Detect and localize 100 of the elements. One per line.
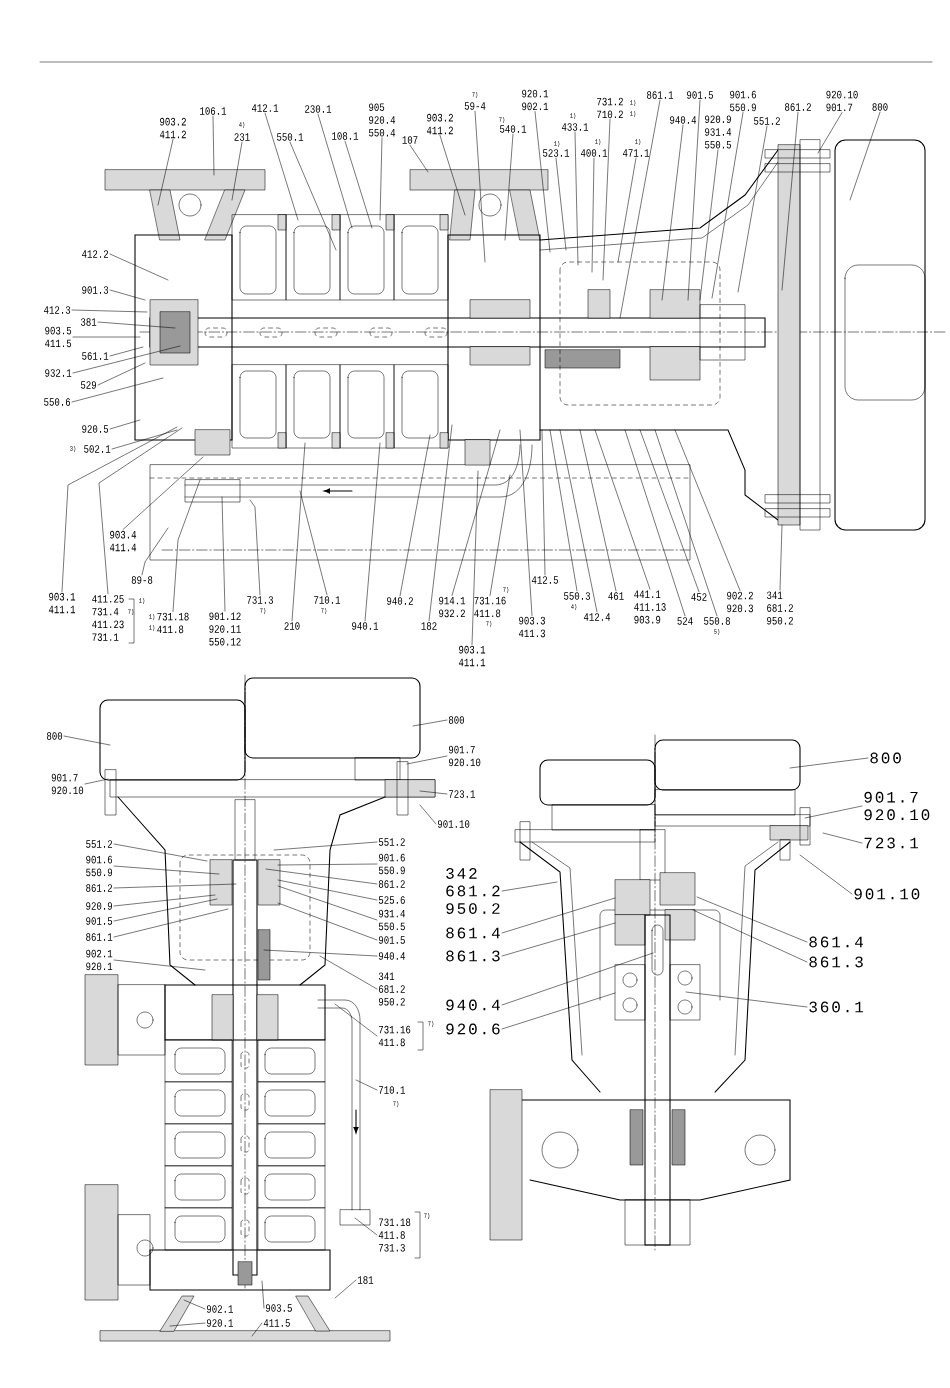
callout-number: 550.1 (277, 133, 304, 141)
leader-line (409, 144, 429, 173)
leader-line (579, 429, 617, 592)
callout-number: 903.2 411.2 (159, 117, 186, 139)
callout-number: 360.1 (809, 1001, 863, 1013)
callout-number: 905 920.4 550.4 (369, 103, 396, 137)
leader-line (109, 289, 146, 301)
leader-line (109, 346, 144, 357)
leader-line (451, 429, 501, 596)
callout-number: 231 (234, 133, 250, 141)
callout-number: 940.4 (378, 952, 405, 960)
callout-number: 561.1 (82, 352, 109, 360)
callout-number: 903.5 411.5 (45, 326, 72, 348)
leader-line (113, 898, 218, 922)
leader-line (289, 141, 337, 251)
callout-number: 710.1 (379, 1086, 405, 1094)
leader-line (555, 157, 567, 251)
leader-line (412, 719, 448, 727)
callout-number: 381 (80, 318, 97, 326)
leader-line (277, 902, 378, 941)
callout-number: 861.2 (378, 880, 405, 888)
leader-line (661, 124, 684, 301)
leader-line (364, 442, 381, 622)
callout-number: 412.5 (531, 576, 558, 584)
callout-number: 800 (47, 732, 63, 740)
leader-line (113, 865, 220, 875)
leader-line (157, 139, 174, 206)
callout-number: 940.4 (446, 999, 500, 1011)
callout-number: 861.1 (86, 933, 113, 941)
callout-number: 108.1 (332, 132, 359, 140)
leader-line (71, 309, 148, 313)
callout-number: 400.1 (580, 149, 608, 157)
leader-line (817, 112, 843, 154)
leader-line (519, 429, 533, 616)
callout-number: 920.1 (206, 1319, 233, 1327)
leader-line (264, 112, 299, 221)
callout-number: 550.8 (704, 617, 730, 625)
leader-line (122, 456, 204, 530)
callout-number: 920.9 (86, 902, 113, 910)
leader-line (474, 110, 486, 263)
leader-line (63, 735, 111, 746)
callout-number: 902.1 920.1 (86, 949, 113, 971)
callout-number: 901.12 920.11 550.12 (209, 612, 241, 646)
callout-number: 920.9 931.4 550.5 (705, 115, 732, 149)
callout-number: 550.3 (564, 592, 590, 600)
callout-number: 342 681.2 950.2 (446, 868, 500, 914)
callout-number: 903.3 411.3 (518, 616, 545, 638)
callout-number: 800 (870, 752, 901, 764)
callout-number: 210 (284, 622, 300, 630)
leader-line (111, 429, 178, 450)
callout-number: 901.7 920.10 (51, 773, 84, 795)
leader-line (319, 955, 378, 990)
callout-number: 523.1 (543, 149, 570, 157)
leader-line (299, 490, 328, 596)
leader-line (317, 113, 353, 229)
leader-line (617, 157, 637, 263)
leader-line (141, 527, 169, 576)
leader-line (277, 879, 378, 901)
leader-line (109, 253, 169, 281)
callout-number: 723.1 (864, 837, 918, 849)
callout-number: 341 681.2 950.2 (378, 972, 405, 1006)
leader-line (97, 362, 146, 386)
callout-number: 731.16 411.8 (378, 1025, 411, 1047)
callout-number: 901.3 (82, 286, 109, 294)
callout-number: 182 (421, 622, 437, 630)
callout-number: 903.1 411.1 (458, 645, 486, 667)
leader-line (251, 1322, 263, 1337)
callout-number: 861.4 (809, 936, 863, 948)
leader-line (549, 429, 578, 592)
callout-number: 550.6 (44, 398, 71, 406)
callout-number: 903.4 411.4 (109, 530, 137, 552)
callout-number: 106.1 (200, 107, 227, 115)
callout-number: 901.10 (437, 820, 470, 828)
leader-line (113, 894, 216, 907)
callout-number: 901.10 (854, 888, 920, 900)
leader-line (654, 429, 718, 617)
leader-line (696, 896, 808, 943)
callout-number: 901.5 (378, 936, 405, 944)
callout-number: 107 (402, 136, 418, 144)
callout-number: 471.1 (622, 149, 650, 157)
leader-line (439, 135, 466, 216)
leader-line (72, 336, 141, 338)
callout-number: 731.18 411.8 (157, 612, 189, 634)
callout-number: 412.2 (82, 250, 109, 258)
leader-line (624, 429, 686, 617)
callout-number: 341 681.2 950.2 (767, 591, 793, 625)
callout-number: 433.1 (561, 123, 589, 131)
callout-number: 731.18 411.8 731.3 (378, 1218, 411, 1252)
leader-line (113, 959, 206, 971)
leader-line (399, 434, 431, 597)
leader-line (61, 426, 178, 592)
callout-number: 903.5 (265, 1304, 292, 1312)
leader-line (804, 805, 863, 819)
callout-number: 902.2 920.3 (727, 591, 753, 613)
callout-number: 901.6 550.9 (730, 90, 756, 112)
leader-line (789, 757, 869, 769)
callout-number: 529 (80, 381, 97, 389)
callout-number: 940.1 (352, 622, 379, 630)
callout-number: 800 (448, 716, 465, 724)
callout-number: 901.6 550.9 (378, 853, 405, 875)
